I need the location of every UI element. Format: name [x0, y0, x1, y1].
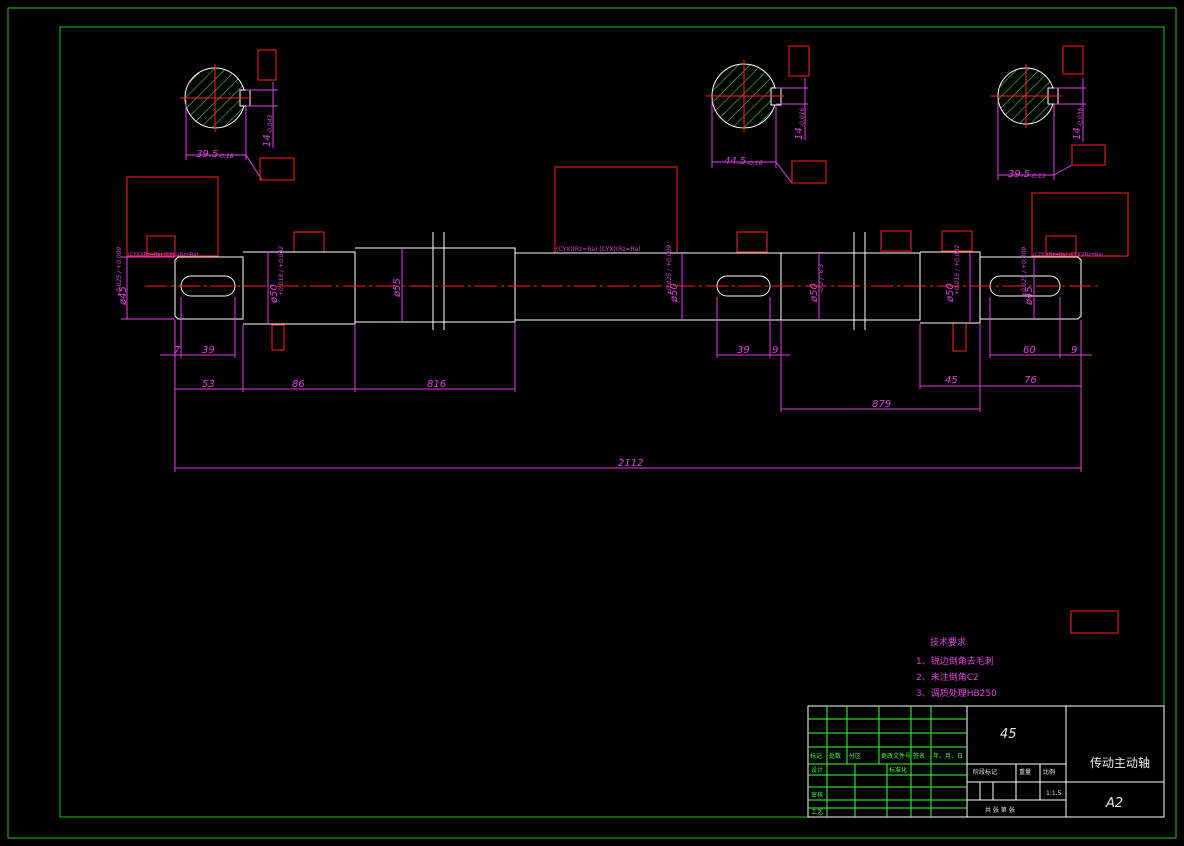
annotation-box [952, 322, 967, 352]
dim-key-mid-length: 39 [737, 345, 750, 356]
scale-value: 1:1.5 [1046, 790, 1062, 797]
svg-text:共 张 第 张: 共 张 第 张 [985, 806, 1015, 814]
inner-frame [59, 26, 1165, 818]
dim-seg-45: 45 [945, 375, 958, 386]
annotation-box [941, 230, 973, 252]
annotation-box [880, 230, 912, 252]
dia-collar: ø55 [392, 278, 403, 298]
section-view-2: 44.5 -0.16 14 -0.016 [706, 45, 827, 184]
annotation-box [271, 324, 285, 351]
dim-key-right-length: 60 [1023, 345, 1036, 356]
svg-text:(CYX)(Rz=Ra) (CYX)(Rz=Ra): (CYX)(Rz=Ra) (CYX)(Rz=Ra) [556, 246, 640, 253]
dim-seg-86: 86 [292, 379, 305, 390]
svg-text:阶段标记: 阶段标记 [973, 768, 997, 776]
dim-key-left-offset: 7 [174, 345, 181, 356]
dia-right-end-tol: +0.025 / +0.009 [1021, 247, 1028, 297]
svg-text:标记: 标记 [810, 752, 822, 760]
sec2-width-tol: -0.16 [747, 160, 763, 167]
dim-seg-76: 76 [1024, 375, 1037, 386]
sec3-key-tol: -0.036 [1077, 107, 1084, 127]
dia-left-end: ø45 [118, 286, 129, 306]
title-block [807, 705, 1165, 818]
dia-bearing-left-tol: +0.018 / +0.002 [278, 246, 285, 296]
sec1-key-label: 14 [262, 134, 273, 147]
svg-text:(CYX)(Rz=Ra) (CYX)(Rz=Ra): (CYX)(Rz=Ra) (CYX)(Rz=Ra) [1033, 252, 1103, 258]
svg-text:设计: 设计 [811, 766, 823, 774]
part-name: 传动主动轴 [1090, 755, 1150, 770]
svg-text:(CYX)(Rz=Ra) (CYX)(Rz=Ra): (CYX)(Rz=Ra) (CYX)(Rz=Ra) [128, 252, 198, 258]
surface-note-right: (CYX)(Rz=Ra) (CYX)(Rz=Ra) [1031, 192, 1129, 258]
dim-key-left-length: 39 [202, 345, 215, 356]
dim-seg-879: 879 [872, 399, 891, 410]
dim-key-right-offset: 9 [1071, 345, 1077, 356]
svg-text:处数: 处数 [829, 752, 841, 760]
dia-bearing-left: ø50 [269, 284, 280, 304]
length-dimensions [160, 297, 1092, 472]
dia-bearing-right-tol: +0.018 / +0.002 [954, 245, 961, 295]
svg-text:审核: 审核 [811, 791, 823, 799]
dim-seg-816: 816 [427, 379, 446, 390]
surface-note-left: (CYX)(Rz=Ra) (CYX)(Rz=Ra) [126, 176, 219, 258]
surface-note-middle: (CYX)(Rz=Ra) (CYX)(Rz=Ra) [554, 166, 678, 254]
dia-left-end-tol: +0.025 / +0.009 [116, 247, 123, 297]
sec3-width-tol: -0.13 [1030, 173, 1046, 180]
title-block-grid [808, 706, 967, 817]
tech-req-item-2: 2、未注倒角C2 [916, 671, 979, 683]
dia-bearing-right: ø50 [945, 283, 956, 303]
tech-req-item-3: 3、调质处理HB250 [916, 687, 997, 699]
annotation-box [1071, 144, 1106, 166]
svg-text:比例: 比例 [1043, 768, 1055, 776]
sec1-key-tol: -0.043 [267, 114, 274, 134]
svg-text:年、月、日: 年、月、日 [933, 752, 963, 760]
outer-frame [7, 7, 1177, 839]
svg-text:分区: 分区 [849, 752, 861, 760]
annotation-box [736, 231, 768, 253]
dia-mid-tol: +0.025 / +0.009 [666, 245, 673, 295]
tech-req-item-1: 1、锐边倒角去毛刺 [916, 655, 994, 667]
dia-mid: ø50 [669, 283, 680, 303]
annotation-box [293, 231, 325, 253]
dia-right-body-tol: -0.2 / -0.3 [818, 264, 825, 293]
annotation-box [788, 45, 810, 77]
sec2-width-label: 44.5 [724, 156, 746, 167]
annotation-box [1070, 610, 1119, 634]
annotation-box [791, 160, 827, 184]
dim-key-mid-offset: 9 [772, 345, 778, 356]
svg-text:更改文件号: 更改文件号 [881, 752, 911, 760]
sec2-key-label: 14 [794, 127, 805, 140]
section-view-1: 39.5 -0.18 14 -0.043 [180, 49, 295, 181]
annotation-box [1062, 45, 1084, 75]
sec1-width-label: 39.5 [196, 149, 218, 160]
sheet-size: A2 [1105, 796, 1123, 811]
dia-right-body: ø50 [809, 283, 820, 303]
sec1-width-tol: -0.18 [218, 153, 234, 160]
dim-overall: 2112 [618, 458, 643, 469]
annotation-box [257, 49, 277, 81]
tech-req-heading: 技术要求 [930, 636, 966, 648]
section-view-3: 39.5 -0.13 14 -0.036 [990, 45, 1106, 180]
annotation-box [259, 157, 295, 181]
svg-text:标准化: 标准化 [889, 766, 907, 774]
svg-text:工艺: 工艺 [811, 808, 823, 816]
svg-text:签名: 签名 [913, 752, 925, 760]
dia-right-end: ø45 [1024, 286, 1035, 306]
sec2-key-tol: -0.016 [799, 107, 806, 127]
svg-text:重量: 重量 [1019, 768, 1031, 776]
sec3-key-label: 14 [1072, 127, 1083, 140]
sec3-width-label: 39.5 [1008, 169, 1030, 180]
material: 45 [1000, 727, 1017, 742]
diameter-dimensions [121, 248, 1035, 324]
dim-seg-53: 53 [202, 379, 215, 390]
